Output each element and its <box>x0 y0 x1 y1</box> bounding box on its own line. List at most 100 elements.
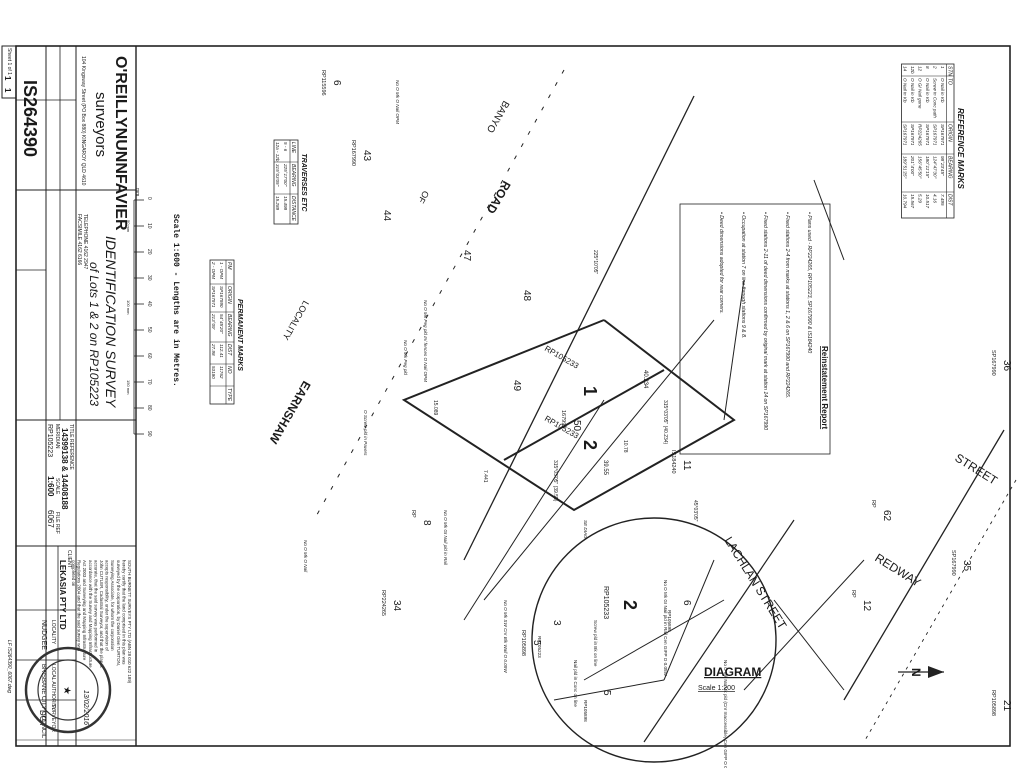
bearing-label: 10.78 <box>622 440 628 453</box>
scale-tick-label: 40 <box>146 301 152 307</box>
scale-tick-label: 90 <box>146 431 152 437</box>
diagram-lot-2: 2 <box>620 600 640 610</box>
table-cell: 12 <box>918 66 923 72</box>
neighbour-lot-plan: RP <box>870 500 876 508</box>
table-cell: 189°51'25" <box>903 156 908 179</box>
mark-note: No O Mk Peg pld <box>403 340 408 375</box>
mark-notes: No O Mk O Nail OPM No O Mk Peg pld In/ fe… <box>303 80 588 673</box>
neighbour-lot-number: 62 <box>881 510 892 522</box>
table-header: DIST <box>947 194 953 206</box>
report-bullet: • Plans used - RP224265, RP105223, SP167… <box>806 212 812 353</box>
diagram-label: 5 <box>601 690 612 696</box>
area-2: 39.55 <box>602 460 608 476</box>
table-header: DISTANCE <box>290 196 296 222</box>
diagram-scale: Scale 1:200 <box>698 685 735 692</box>
table-cell: SP167990 <box>219 286 224 308</box>
table-cell: SP167971 <box>940 124 945 146</box>
neighbour-lot-plan: RP <box>410 510 416 518</box>
table-cell: O Nail in Kb <box>903 78 908 103</box>
surveyor: DGT <box>38 710 47 727</box>
table-cell: 156°45'50" <box>918 156 923 179</box>
certificate-line: John CUTLER, Cadastral Surveyor, and tha… <box>99 560 104 668</box>
table-title: REFERENCE MARKS <box>956 108 965 190</box>
table-header: LINE <box>290 142 296 154</box>
neighbour-lot-number: 5 <box>531 640 542 646</box>
table-cell: 2 <box>933 65 938 69</box>
table-cell: SP167971 <box>925 124 930 146</box>
table-cell: 14 <box>903 66 908 72</box>
table-title: TRAVERSES ETC <box>300 153 307 212</box>
table-cell: 15.498 <box>283 196 288 210</box>
scale-unit-top: mm <box>134 188 140 196</box>
diagram-label: RP105898 <box>667 610 672 632</box>
neighbour-lot-plan: RP105898 <box>990 690 996 716</box>
reinstatement-report <box>679 203 831 455</box>
plan-title-sub: of Lots 1 & 2 on RP105223 <box>87 262 101 406</box>
meridian-label: MERIDIAN <box>54 424 60 449</box>
report-bullets: • Plans used - RP224265, RP105223, SP167… <box>718 212 812 430</box>
diagram-label: 3 <box>551 620 562 626</box>
neighbour-lot-number: 35 <box>961 560 972 572</box>
table-cell: 12b <box>910 66 915 74</box>
lot-2: 2 <box>580 440 600 450</box>
surveyor-label: SURVEYOR <box>50 704 56 732</box>
diagram-lot-2-plan: RP105233 <box>602 586 609 619</box>
diagram-label: Screw pld in Bk on line <box>593 620 598 667</box>
table-cell: O Nail in Kb <box>910 78 915 103</box>
scale-value: 1:600 <box>46 476 55 497</box>
table-cell: 201°4'00" <box>910 155 915 176</box>
scale-tick-label: 20 <box>146 249 152 255</box>
reference-marks-table: REFERENCE MARKSSTNTOORIGINBEARINGDIST1O … <box>901 63 965 219</box>
neighbour-lot-plan: SP167990 <box>950 550 956 576</box>
table-header: PM <box>226 262 232 270</box>
scale-tick-label: 60 <box>146 353 152 359</box>
client-label: CLIENT <box>66 550 72 568</box>
diagram-label: No O Mk GI Nail pld in Rail Cen GIFP O 0… <box>663 580 668 677</box>
certificate-line: completed on <box>71 560 76 587</box>
table-cell: RP224265 <box>918 124 923 146</box>
report-bullet: • Deed dimensions adopted for rear corne… <box>718 212 724 314</box>
table-cell: O Nail in Kb <box>940 78 945 103</box>
table-cell: 11762 <box>219 366 224 379</box>
neighbour-lot-number: 6 <box>331 80 342 86</box>
bearing-label: 15.089 <box>432 400 438 416</box>
diagram-title: DIAGRAM <box>704 665 761 679</box>
sheet-box <box>1 45 17 99</box>
certificate-line: accepts responsibility, under the superv… <box>105 560 110 651</box>
table-cell: 12a - 12b <box>275 142 280 162</box>
table-cell: 15.567 <box>910 194 915 208</box>
file-ref: 6067 <box>46 510 55 528</box>
diagram-label: No O Mk No Mk pld (Cnr Inaccessible) Cen… <box>723 660 728 768</box>
mark-note: No O Mk O Nail OPM <box>395 80 400 124</box>
neighbour-lot-number: 48 <box>521 290 532 302</box>
table-header: BEARING <box>226 314 232 337</box>
table-cell: Screw in Conc path <box>933 78 938 118</box>
diagram-label: 6 <box>681 600 692 606</box>
mark-note: No O Mk GI Nail pld in Rail <box>443 510 448 566</box>
table-cell: 124°47'30" <box>933 156 938 179</box>
mark-note: No O Mk Peg pld In/ fences O Nail OPM <box>423 300 428 382</box>
table-cell: 53180 <box>211 366 216 379</box>
locality: NUDGEE <box>40 620 47 650</box>
table-header: STN <box>947 66 953 76</box>
mark-note: No O Mk O Nail <box>303 540 308 573</box>
table-cell: 4.16 <box>933 194 938 203</box>
diagram-label: RP105223 <box>537 636 542 658</box>
neighbour-lot-number: 34 <box>391 600 402 612</box>
neighbour-lot-number: 12 <box>861 600 872 612</box>
local-authority-label: LOCAL AUTHORITY <box>50 664 56 711</box>
table-cell: 1 <box>940 66 945 69</box>
neighbour-lots: 6RP11559643RP167990444748495016799011IS1… <box>320 70 1012 716</box>
bearing-label: 225°10'05" <box>592 250 598 274</box>
table-cell: 7.495 <box>940 194 945 206</box>
certificate-line: Surveying Associate, for whom the corpor… <box>110 560 115 651</box>
company-seal <box>24 646 112 734</box>
table-header: BEARING <box>290 164 296 187</box>
table-cell: 10.517 <box>925 194 930 208</box>
certificate-line: surveyed by the corporation, by Daniel G… <box>116 560 121 666</box>
table-cell: SP167971 <box>903 124 908 146</box>
firm-sub: surveyors <box>92 92 109 157</box>
